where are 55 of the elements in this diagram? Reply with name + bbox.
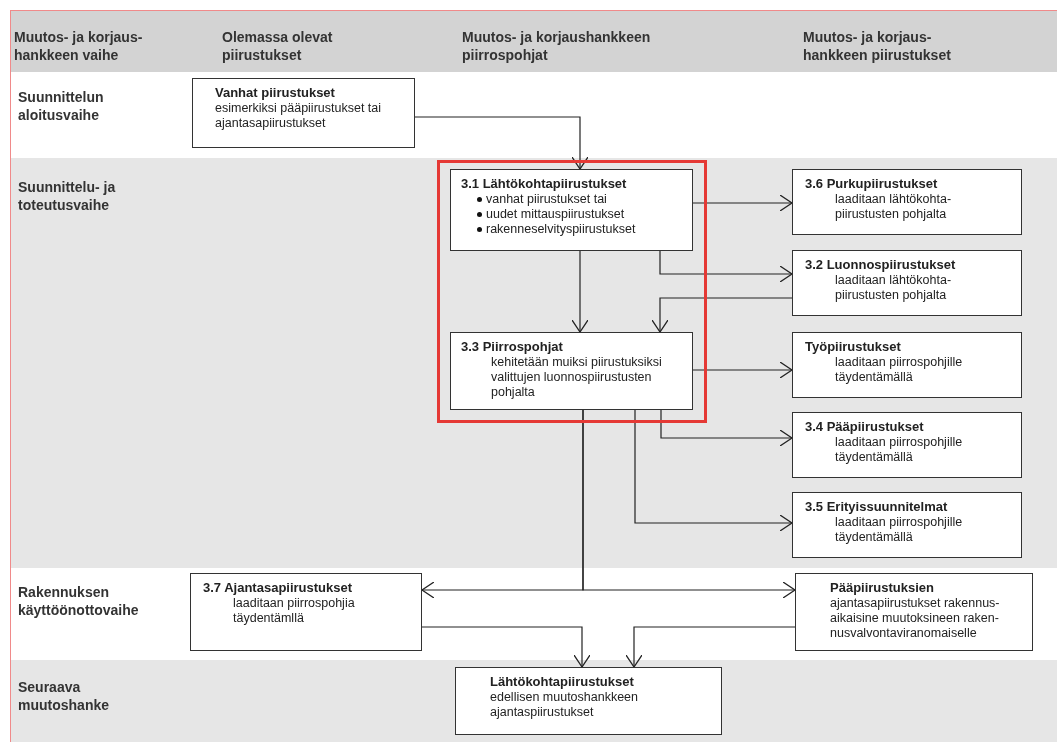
box-text: esimerkiksi pääpiirustukset tai ajantasapiirustukset [215, 101, 383, 131]
box-title: 3.4 Pääpiirustukset [805, 419, 925, 435]
process-box [792, 169, 1022, 235]
box-title: Lähtökohtapiirustukset [490, 674, 635, 690]
arrow [651, 297, 793, 333]
phase-label: Rakennuksen käyttöönottovaihe [18, 583, 140, 619]
arrow [692, 194, 793, 212]
box-text: laaditaan piirrospohjia täydentämllä [232, 596, 356, 626]
arrow [659, 250, 793, 283]
process-box [450, 169, 693, 251]
box-title: 3.6 Purkupiirustukset [805, 176, 939, 192]
process-box [792, 492, 1022, 558]
bullet-item: vanhat piirustukset tai [486, 192, 607, 207]
arrow [414, 116, 589, 170]
arrow [625, 626, 796, 668]
arrow [660, 409, 793, 447]
box-title: Vanhat piirustukset [215, 85, 336, 101]
process-box [190, 573, 422, 651]
arrow [582, 409, 796, 599]
arrow [634, 409, 793, 532]
phase-label: Suunnittelun aloitusvaihe [18, 88, 105, 124]
box-title: 3.1 Lähtökohtapiirustukset [461, 176, 628, 192]
phase-label: Suunnittelu- ja toteutusvaihe [18, 178, 117, 214]
box-title: 3.7 Ajantasapiirustukset [203, 580, 354, 596]
column-header: Muutos- ja korjaus-hankkeen vaihe [14, 28, 144, 64]
box-text: laaditaan lähtökohta-piirustusten pohjalta [834, 273, 953, 303]
column-header: Muutos- ja korjaushankkeen piirrospohjat [462, 28, 652, 64]
process-box [795, 573, 1033, 651]
bullet-item: uudet mittauspiirustukset [486, 207, 625, 222]
process-box [792, 332, 1022, 398]
bullet-item: rakenneselvityspiirustukset [486, 222, 636, 237]
box-text: laaditaan piirrospohjille täydentämällä [834, 435, 964, 465]
box-title: 3.5 Erityissuunnitelmat [805, 499, 949, 515]
process-box [792, 412, 1022, 478]
box-title: 3.3 Piirrospohjat [461, 339, 564, 355]
box-title: 3.2 Luonnospiirustukset [805, 257, 957, 273]
process-box [192, 78, 415, 148]
box-text: laaditaan piirrospohjille täydentämällä [834, 515, 964, 545]
process-box [792, 250, 1022, 316]
box-title: Työpiirustukset [805, 339, 902, 355]
box-text: ajantasapiirustukset rakennus-aikaisine muutoksineen raken-nusvalvontaviranomaiselle [830, 596, 1001, 641]
box-text: laaditaan piirrospohjille täydentämällä [834, 355, 964, 385]
box-title: Pääpiirustuksien [830, 580, 936, 596]
arrow [692, 361, 793, 379]
column-header: Muutos- ja korjaus-hankkeen piirustukset [803, 28, 952, 64]
box-text: laaditaan lähtökohta-piirustusten pohjalta [834, 192, 953, 222]
box-text: kehitetään muiksi piirustuksiksi valittujen luonnospiirustusten pohjalta [490, 355, 663, 400]
box-text: edellisen muutoshankkeen ajantaspiirustukset [490, 690, 640, 720]
phase-label: Seuraava muutoshanke [18, 678, 110, 714]
process-box [455, 667, 722, 735]
arrow [571, 250, 589, 333]
highlight-frame [437, 160, 707, 423]
column-header: Olemassa olevat piirustukset [222, 28, 334, 64]
process-box [450, 332, 693, 410]
arrow [421, 626, 591, 668]
